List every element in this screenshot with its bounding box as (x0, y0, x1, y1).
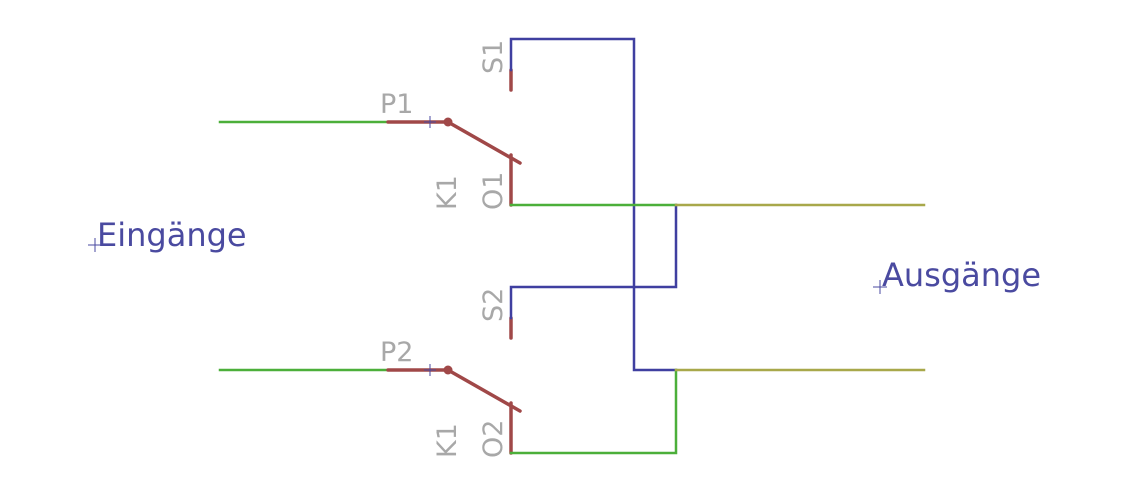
pin-p1-label: P1 (380, 89, 413, 120)
pin-p2-label: P2 (380, 337, 413, 368)
relay-k1-label-bottom: K1 (432, 423, 463, 458)
pin-s1-label: S1 (478, 40, 509, 74)
origin-cross-inputs (88, 238, 102, 252)
outputs-label: Ausgänge (882, 256, 1041, 294)
pin-s2-label: S2 (478, 288, 509, 322)
switch-arm-2 (446, 368, 522, 413)
s1-to-output-2-wire (509, 37, 678, 372)
origin-cross-p2 (424, 364, 436, 376)
inputs-label: Eingänge (97, 216, 247, 254)
s2-to-output-1-wire (509, 203, 678, 320)
switch-arm-1 (446, 120, 522, 165)
relay-k1-label-top: K1 (432, 175, 463, 210)
pin-o2-label: O2 (478, 420, 509, 458)
origin-cross-p1 (424, 116, 436, 128)
origin-cross-outputs (873, 280, 887, 294)
pin-o1-label: O1 (478, 172, 509, 210)
o2-wire (509, 368, 678, 455)
